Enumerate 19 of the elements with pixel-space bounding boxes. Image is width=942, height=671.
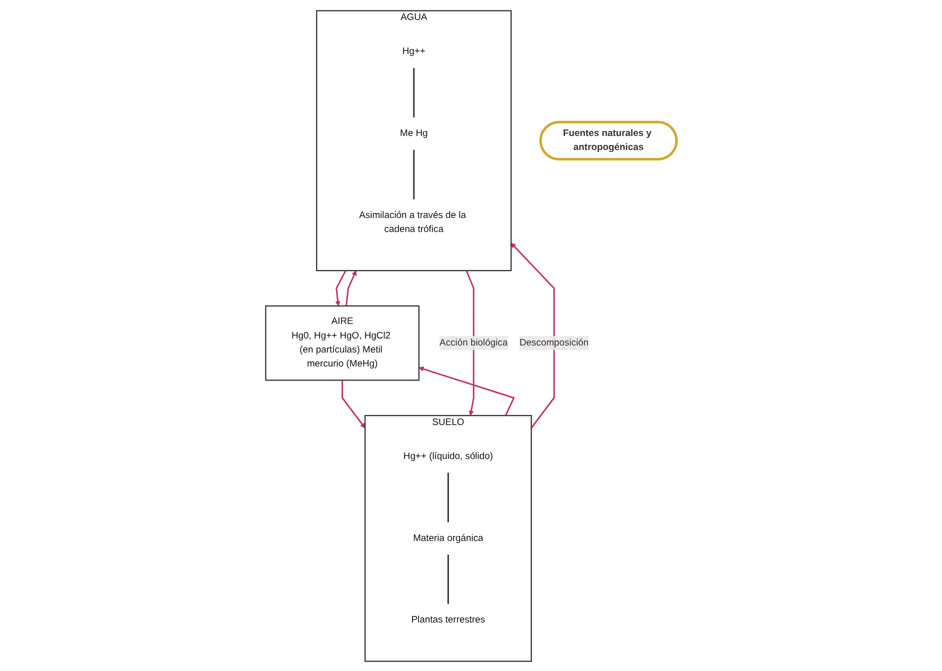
node-text: Me Hg [400,128,428,138]
node-text: Plantas terrestres [411,614,486,625]
arrow [466,270,474,416]
node-text: Hg++ (líquido, sólido) [403,450,493,461]
node-box: AIRE Hg0, Hg++ HgO, HgCl2 (en partículas) Metil mercurio (MeHg) [265,304,420,380]
arrow [345,270,356,306]
connector [447,472,449,522]
node-text: Hg++ [402,46,426,56]
edge-label: Descomposición [519,337,589,348]
connector [447,554,449,604]
edge-label: Acción biológica [439,337,508,348]
arrow [510,242,555,428]
node-text: Asimilación a través de la cadena trófica [358,210,466,234]
connector [413,149,414,200]
arrow [418,366,515,416]
arrow [335,270,346,306]
node-text: Materia orgánica [412,532,484,543]
arrow [341,380,366,428]
connector [413,67,414,118]
